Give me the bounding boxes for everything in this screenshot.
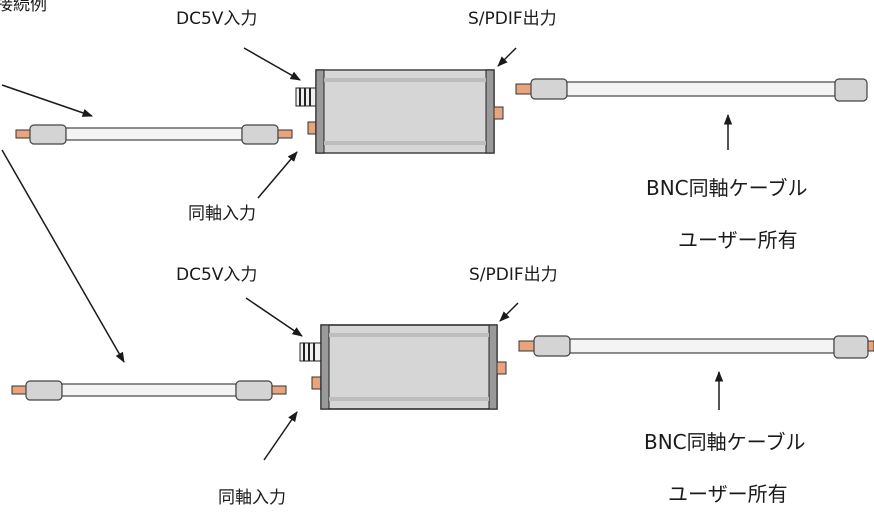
bottom-input-coax-cable [11,380,287,401]
bottom-spdif-output-label: S/PDIF出力 [469,265,558,285]
top-dc-input-label: DC5V入力 [176,9,258,29]
top-spdif-output-label: S/PDIF出力 [468,9,557,29]
title-fragment-text: 接続例 [0,0,47,15]
top-converter-box [295,69,504,154]
bottom-bnc-cable-label: BNC同軸ケーブル [644,430,806,454]
top-user-owned-label: ユーザー所有 [678,228,798,252]
bottom-user-owned-label: ユーザー所有 [668,482,788,506]
top-output-bnc-cable [515,78,868,102]
diagonal-arrow [1,149,125,363]
top-connection-set [1,47,868,199]
top-bnc-cable-label: BNC同軸ケーブル [646,176,808,200]
top-arrows [1,47,733,199]
bottom-coax-input-label: 同軸入力 [218,488,286,508]
bottom-converter-box [299,324,507,410]
bottom-output-bnc-cable [518,335,874,359]
top-input-coax-cable [15,124,293,145]
top-coax-input-label: 同軸入力 [188,204,256,224]
bottom-dc-input-label: DC5V入力 [176,265,258,285]
bottom-arrows [245,297,724,461]
bottom-connection-set [11,297,874,461]
